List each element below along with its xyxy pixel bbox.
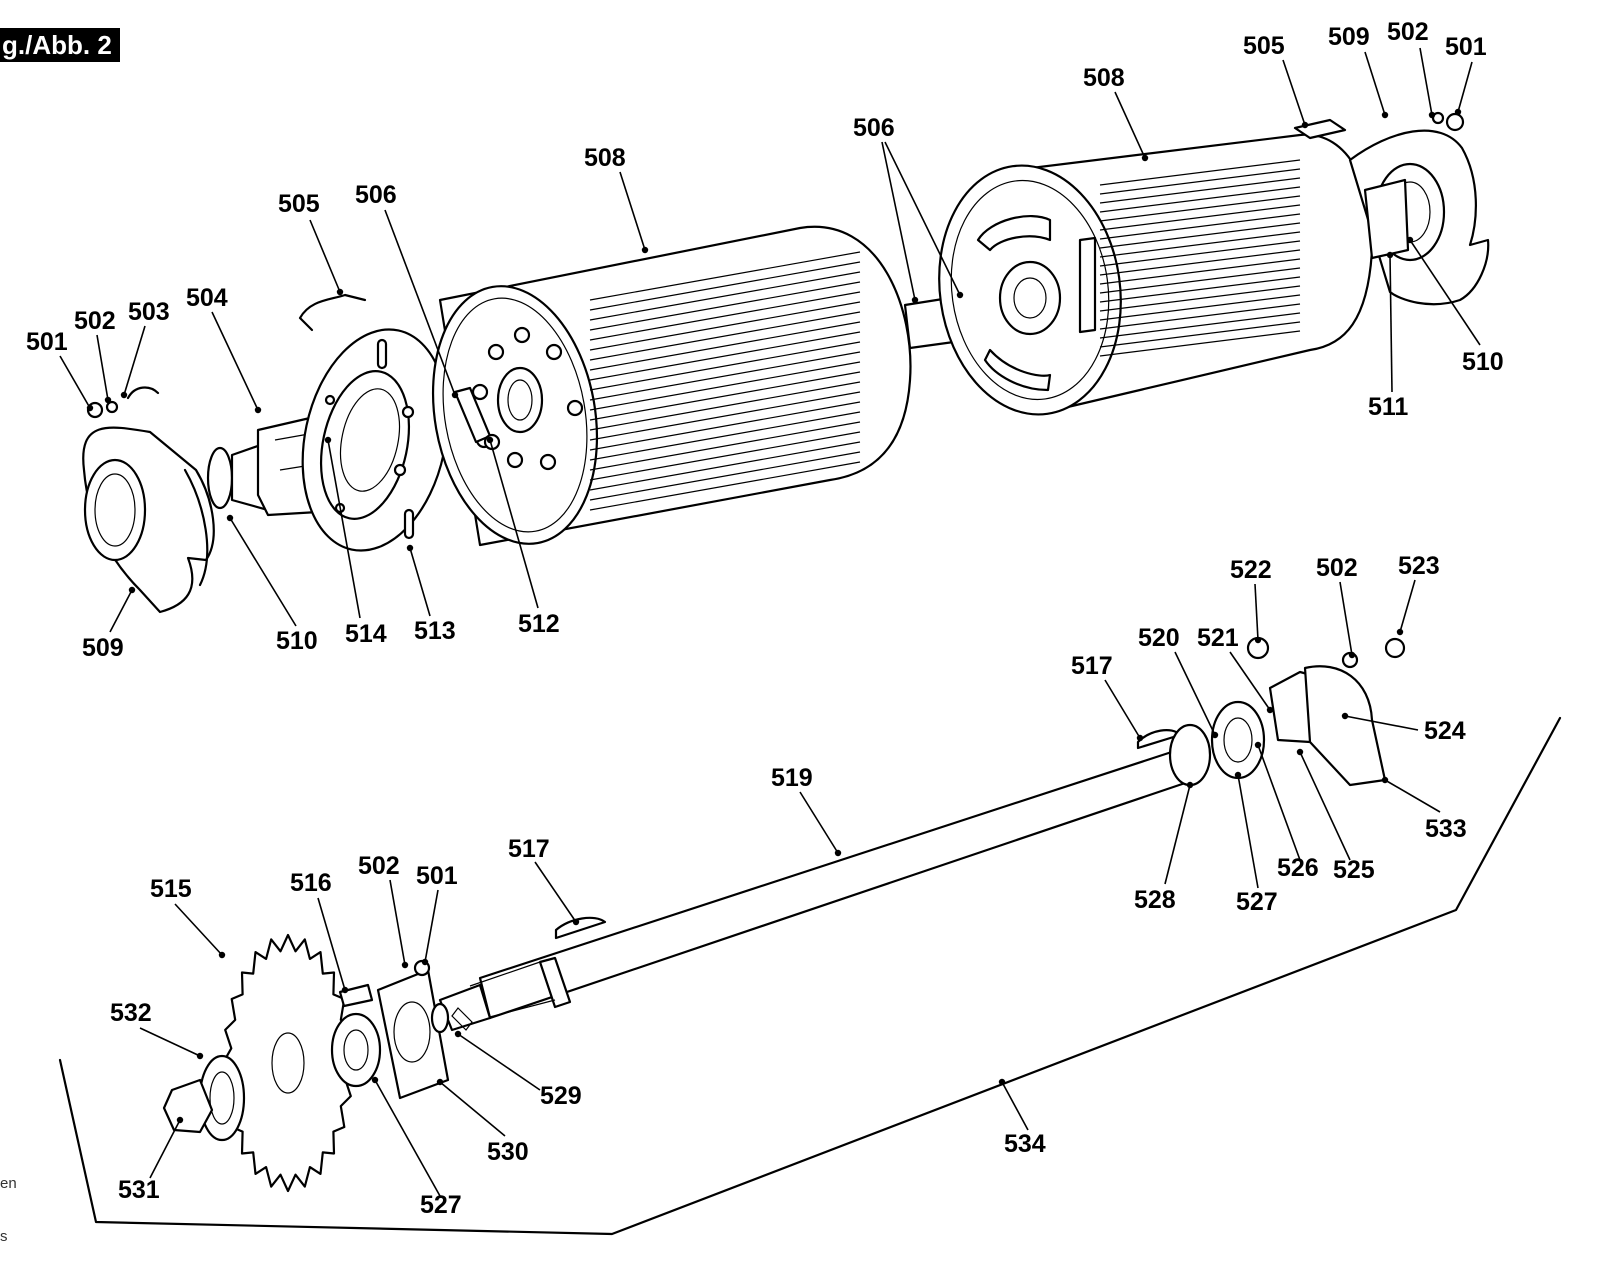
- callout-labels: 501 502 503 504 505 506 508 509 510 514 …: [26, 18, 1504, 1219]
- callout-502: 502: [1316, 554, 1358, 582]
- left-motor: [431, 225, 912, 547]
- left-end-cap: [82, 386, 215, 614]
- assembly-bracket: [58, 716, 1562, 1236]
- callout-525: 525: [1333, 856, 1375, 884]
- callout-504: 504: [186, 284, 228, 312]
- figure-label: g./Abb. 2: [0, 28, 120, 62]
- callout-528: 528: [1134, 886, 1176, 914]
- callout-502: 502: [358, 852, 400, 880]
- right-motor: [938, 118, 1374, 416]
- callout-501: 501: [1445, 33, 1487, 61]
- callout-519: 519: [771, 764, 813, 792]
- right-bearing-assembly: [1168, 636, 1406, 787]
- drive-shaft: [438, 729, 1205, 1032]
- callout-512: 512: [518, 610, 560, 638]
- callout-505: 505: [278, 190, 320, 218]
- callout-523: 523: [1398, 552, 1440, 580]
- callout-502: 502: [74, 307, 116, 335]
- callout-517: 517: [1071, 652, 1113, 680]
- sprocket-assembly: [162, 933, 473, 1193]
- callout-509: 509: [82, 634, 124, 662]
- callout-506: 506: [853, 114, 895, 142]
- callout-501: 501: [416, 862, 458, 890]
- callout-527: 527: [420, 1191, 462, 1219]
- callout-506: 506: [355, 181, 397, 209]
- callout-leaders: [59, 47, 1481, 1197]
- callout-501: 501: [26, 328, 68, 356]
- edge-text-fragment: en: [0, 1175, 17, 1192]
- callout-510: 510: [276, 627, 318, 655]
- callout-526: 526: [1277, 854, 1319, 882]
- callout-514: 514: [345, 620, 387, 648]
- callout-533: 533: [1425, 815, 1467, 843]
- callout-521: 521: [1197, 624, 1239, 652]
- callout-502: 502: [1387, 18, 1429, 46]
- callout-527: 527: [1236, 888, 1278, 916]
- callout-522: 522: [1230, 556, 1272, 584]
- callout-505: 505: [1243, 32, 1285, 60]
- right-end-cap: [1348, 111, 1490, 306]
- callout-517: 517: [508, 835, 550, 863]
- callout-510: 510: [1462, 348, 1504, 376]
- callout-532: 532: [110, 999, 152, 1027]
- flange-plate: [298, 293, 449, 552]
- callout-530: 530: [487, 1138, 529, 1166]
- callout-508: 508: [584, 144, 626, 172]
- callout-531: 531: [118, 1176, 160, 1204]
- callout-508: 508: [1083, 64, 1125, 92]
- callout-515: 515: [150, 875, 192, 903]
- callout-511: 511: [1368, 393, 1408, 421]
- callout-534: 534: [1004, 1130, 1046, 1158]
- edge-text-fragment: s: [0, 1228, 8, 1245]
- callout-509: 509: [1328, 23, 1370, 51]
- callout-516: 516: [290, 869, 332, 897]
- callout-513: 513: [414, 617, 456, 645]
- callout-503: 503: [128, 298, 170, 326]
- callout-524: 524: [1424, 717, 1466, 745]
- callout-520: 520: [1138, 624, 1180, 652]
- callout-529: 529: [540, 1082, 582, 1110]
